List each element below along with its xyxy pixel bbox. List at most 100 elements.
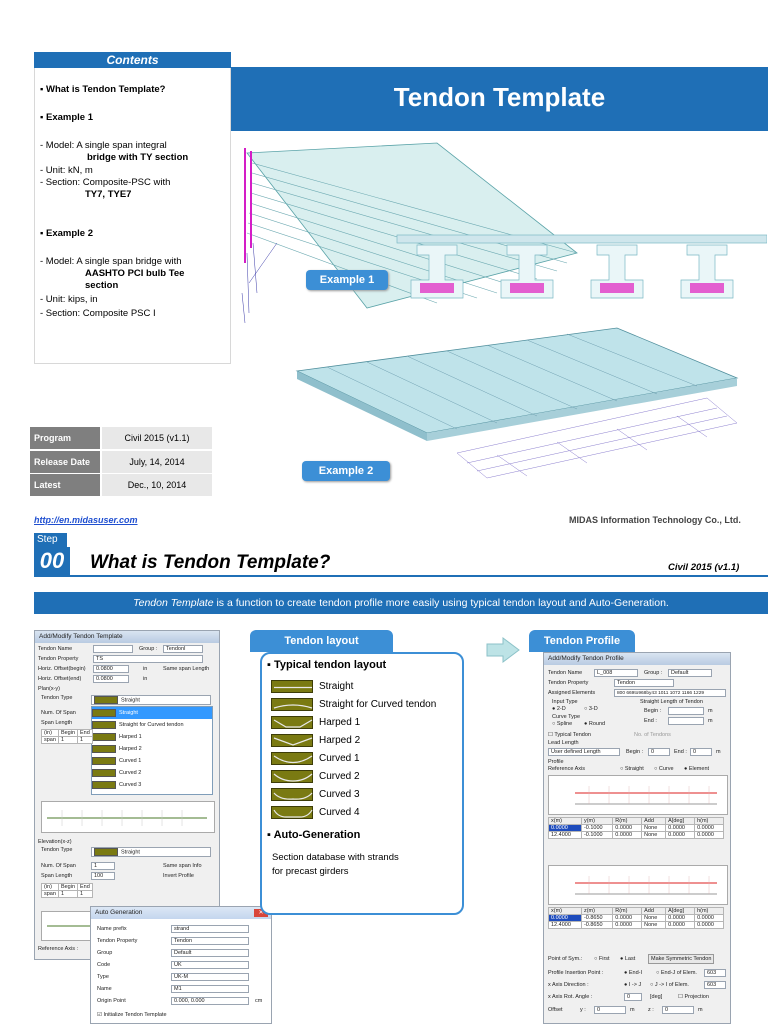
tendon-profile-tab: Tendon Profile [529, 630, 635, 652]
ref-element-radio[interactable]: ● Element [684, 766, 710, 772]
dropdown-option[interactable]: Curved 3 [92, 779, 212, 791]
straight-end-field[interactable] [668, 717, 704, 725]
origin-point-field[interactable]: 0.000, 0.000 [171, 997, 249, 1005]
contents-item: ▪ Example 1 [40, 112, 94, 123]
dialog-title: Auto Generation ✕ [91, 907, 271, 919]
input-2d-radio[interactable]: ● 2-D [552, 706, 566, 712]
spline-radio[interactable]: ○ Spline [552, 721, 573, 727]
insertion-point-label: Profile Insertion Point : [548, 970, 604, 976]
deg-label: [deg] [650, 994, 663, 1000]
group-label: Group : [644, 670, 663, 676]
name-select[interactable]: M1 [171, 985, 249, 993]
group-select[interactable]: TendonI [163, 645, 203, 653]
group-select[interactable]: Default [171, 949, 249, 957]
tendon-swatch-icon [92, 756, 116, 765]
invert-profile-checkbox[interactable]: Invert Profile [163, 873, 194, 879]
first-radio[interactable]: ○ First [594, 956, 610, 962]
group-label: Group [97, 950, 113, 956]
horiz-end-field[interactable]: 0.0800 [93, 675, 129, 683]
horiz-begin-field[interactable]: 0.0800 [93, 665, 129, 673]
straight-curved-icon [271, 698, 313, 711]
ref-curve-radio[interactable]: ○ Curve [654, 766, 674, 772]
make-symmetric-button[interactable]: Make Symmetric Tendon [648, 954, 715, 964]
projection-checkbox[interactable]: ☐ Projection [678, 994, 709, 1000]
unit-m-label: m [708, 718, 713, 724]
lead-length-label: Lead Length [548, 740, 579, 746]
website-link[interactable]: http://en.midasuser.com [34, 515, 138, 525]
reference-axis-label: Reference Axis : [38, 946, 79, 952]
contents-item: section [85, 280, 119, 291]
ji-radio[interactable]: ○ J -> I of Elem. [650, 982, 689, 988]
ref-straight-radio[interactable]: ○ Straight [620, 766, 644, 772]
tendon-property-select[interactable]: Tendon [171, 937, 249, 945]
dropdown-option[interactable]: Harped 2 [92, 743, 212, 755]
offset-z-field[interactable]: 0 [662, 1006, 694, 1014]
tendon-name-field[interactable] [93, 645, 133, 653]
contents-item: TY7, TYE7 [85, 189, 132, 200]
ij-radio[interactable]: ● I -> J [624, 982, 642, 988]
divider [34, 575, 768, 577]
same-span-info-checkbox[interactable]: Same span Info [163, 863, 202, 869]
tendon-type-select[interactable]: Straight [91, 695, 211, 705]
harped2-icon [271, 734, 313, 747]
initialize-checkbox[interactable]: ☑ Initialize Tendon Template [97, 1012, 167, 1018]
unit-label: in [143, 676, 148, 682]
model-illustration [241, 142, 767, 479]
tendon-swatch-icon [94, 696, 118, 704]
code-select[interactable]: UK [171, 961, 249, 969]
layout-item-label: Straight for Curved tendon [319, 699, 437, 710]
dropdown-option[interactable]: Straight for Curved tendon [92, 719, 212, 731]
elevation-num-span-field[interactable]: 1 [91, 862, 115, 870]
type-label: Type [97, 974, 109, 980]
rotation-angle-field[interactable]: 0 [624, 993, 642, 1001]
harped1-icon [271, 716, 313, 729]
contents-item: - Unit: kN, m [40, 165, 93, 176]
tendon-property-select[interactable]: Tendon [614, 679, 674, 687]
elevation-span-length-field[interactable]: 100 [91, 872, 115, 880]
elevation-type-select[interactable]: Straight [91, 847, 211, 857]
origin-point-label: Origin Point [97, 998, 126, 1004]
dropdown-option[interactable]: Straight [92, 707, 212, 719]
dropdown-option[interactable]: Curved 1 [92, 755, 212, 767]
version-label: Release Date [30, 451, 100, 473]
type-select[interactable]: UK-M [171, 973, 249, 981]
group-select[interactable]: Default [668, 669, 712, 677]
lead-end-field[interactable]: 0 [690, 748, 712, 756]
last-radio[interactable]: ● Last [620, 956, 636, 962]
tendon-property-select[interactable]: TS [93, 655, 203, 663]
round-radio[interactable]: ● Round [584, 721, 606, 727]
lead-length-select[interactable]: User defined Length [548, 748, 620, 756]
assigned-elements-field[interactable]: 800 669to968by43 1011 1072 1166 1229 [614, 689, 726, 697]
close-icon[interactable]: ✕ [254, 909, 268, 917]
offset-y-field[interactable]: 0 [594, 1006, 626, 1014]
name-prefix-label: Name prefix [97, 926, 127, 932]
tendon-property-label: Tendon Property [97, 938, 138, 944]
lead-begin-field[interactable]: 0 [648, 748, 670, 756]
version-value: Civil 2015 (v1.1) [102, 427, 212, 449]
same-span-checkbox[interactable]: Same span Length [163, 666, 210, 672]
curved2-icon [271, 770, 313, 783]
input-3d-radio[interactable]: ○ 3-D [584, 706, 598, 712]
reference-axis-label: Reference Axis [548, 766, 585, 772]
span-length-label: Span Length [41, 873, 73, 879]
end-i-radio[interactable]: ● End-I [624, 970, 643, 976]
direction-elem-field[interactable]: 603 [704, 981, 726, 989]
dialog-title: Add/Modify Tendon Profile [544, 653, 730, 665]
dropdown-option[interactable]: Harped 1 [92, 731, 212, 743]
tendon-name-field[interactable]: L_008 [594, 669, 638, 677]
description-text: is a function to create tendon profile m… [213, 597, 669, 609]
dropdown-option[interactable]: Curved 2 [92, 767, 212, 779]
tendon-layout-box [260, 652, 464, 915]
typical-tendon-checkbox[interactable]: ☐ Typical Tendon [548, 732, 591, 738]
name-prefix-field[interactable]: strand [171, 925, 249, 933]
company-name: MIDAS Information Technology Co., Ltd. [569, 515, 741, 525]
insertion-elem-field[interactable]: 603 [704, 969, 726, 977]
num-tendons-label: No. of Tendons [634, 732, 671, 738]
straight-begin-field[interactable] [668, 707, 704, 715]
example2-label: Example 2 [302, 461, 390, 481]
end-j-radio[interactable]: ○ End-J of Elem. [656, 970, 697, 976]
